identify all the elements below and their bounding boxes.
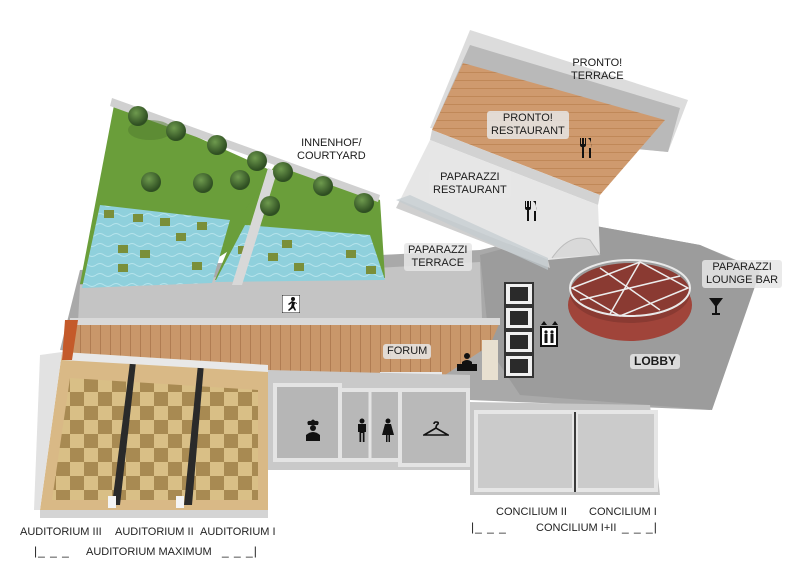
label-pronto-terrace: PRONTO!TERRACE [571,57,624,82]
label-auditorium-i: AUDITORIUM I [200,526,276,538]
lounge-bar [568,259,692,341]
courtyard-trees [128,106,374,216]
label-concilium-ii: CONCILIUM II [496,506,567,518]
cutlery-icon [523,201,537,226]
label-auditorium-ii: AUDITORIUM II [115,526,194,538]
water-pool-east [215,225,385,282]
female-restroom-icon [381,418,395,447]
label-pronto-restaurant: PRONTO!RESTAURANT [487,111,569,139]
auditorium-bracket-left: |_ _ _ [34,544,70,558]
cocktail-icon [709,298,723,321]
forum-deck [70,318,500,380]
reception-icon [455,352,479,377]
concilium-bracket-left: |_ _ _ [471,520,507,534]
cloakroom-hanger-icon [421,421,451,442]
label-innenhof-courtyard: INNENHOF/COURTYARD [297,137,366,162]
cutlery-icon [578,138,592,163]
male-restroom-icon [356,418,368,447]
label-concilium-i-ii: CONCILIUM I+II [536,522,617,534]
auditorium-bracket-right: _ _ _| [222,544,258,558]
label-forum: FORUM [383,344,432,359]
elevator-icon [540,321,558,352]
label-lobby: LOBBY [630,354,680,369]
concilium-bracket-right: _ _ _| [622,520,658,534]
label-auditorium-maximum: AUDITORIUM MAXIMUM [86,546,212,558]
label-concilium-i: CONCILIUM I [589,506,657,518]
emergency-exit-icon [281,294,301,318]
label-auditorium-iii: AUDITORIUM III [20,526,102,538]
chef-icon [304,419,322,446]
